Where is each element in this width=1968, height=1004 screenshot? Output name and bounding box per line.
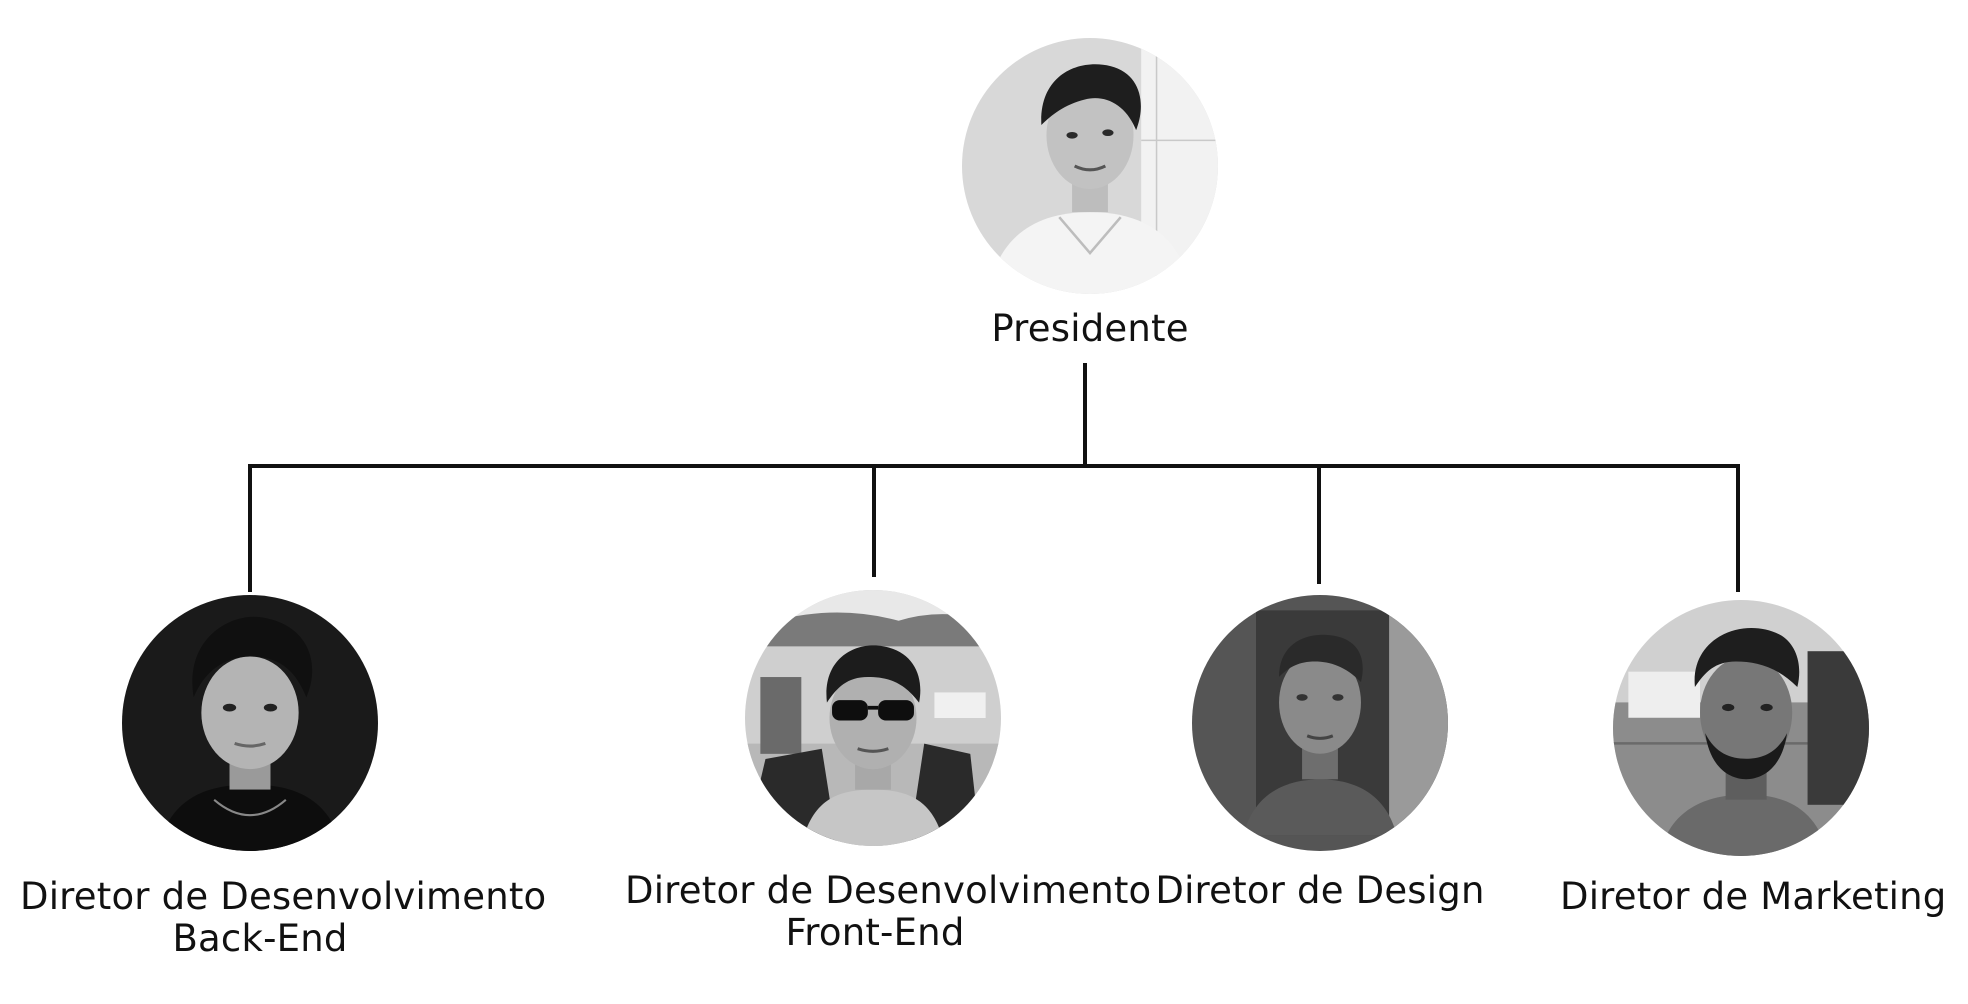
director-design-label: Diretor de Design [1150,870,1490,912]
president-portrait-icon [962,38,1218,294]
director-backend-line2: Back-End [172,917,348,960]
director-backend-line1: Diretor de Desenvolvimento [20,875,547,918]
director-design-photo [1192,595,1448,851]
director-design-portrait-icon [1192,595,1448,851]
director-frontend-portrait-icon [745,590,1001,846]
director-backend-photo [122,595,378,851]
director-marketing-photo [1613,600,1869,856]
director-frontend-line1: Diretor de Desenvolvimento [625,869,1152,912]
director-backend-label: Diretor de Desenvolvimento Back-End [20,875,547,960]
president-label: Presidente [940,308,1240,350]
president-title: Presidente [991,307,1189,350]
director-frontend-photo [745,590,1001,846]
director-frontend-line2: Front-End [785,911,965,954]
director-design-line1: Diretor de Design [1155,869,1485,912]
director-frontend-label: Diretor de Desenvolvimento Front-End [625,869,1152,954]
director-marketing-line1: Diretor de Marketing [1560,875,1947,918]
director-marketing-label: Diretor de Marketing [1560,875,1947,918]
director-backend-portrait-icon [122,595,378,851]
president-photo [962,38,1218,294]
director-marketing-portrait-icon [1613,600,1869,856]
